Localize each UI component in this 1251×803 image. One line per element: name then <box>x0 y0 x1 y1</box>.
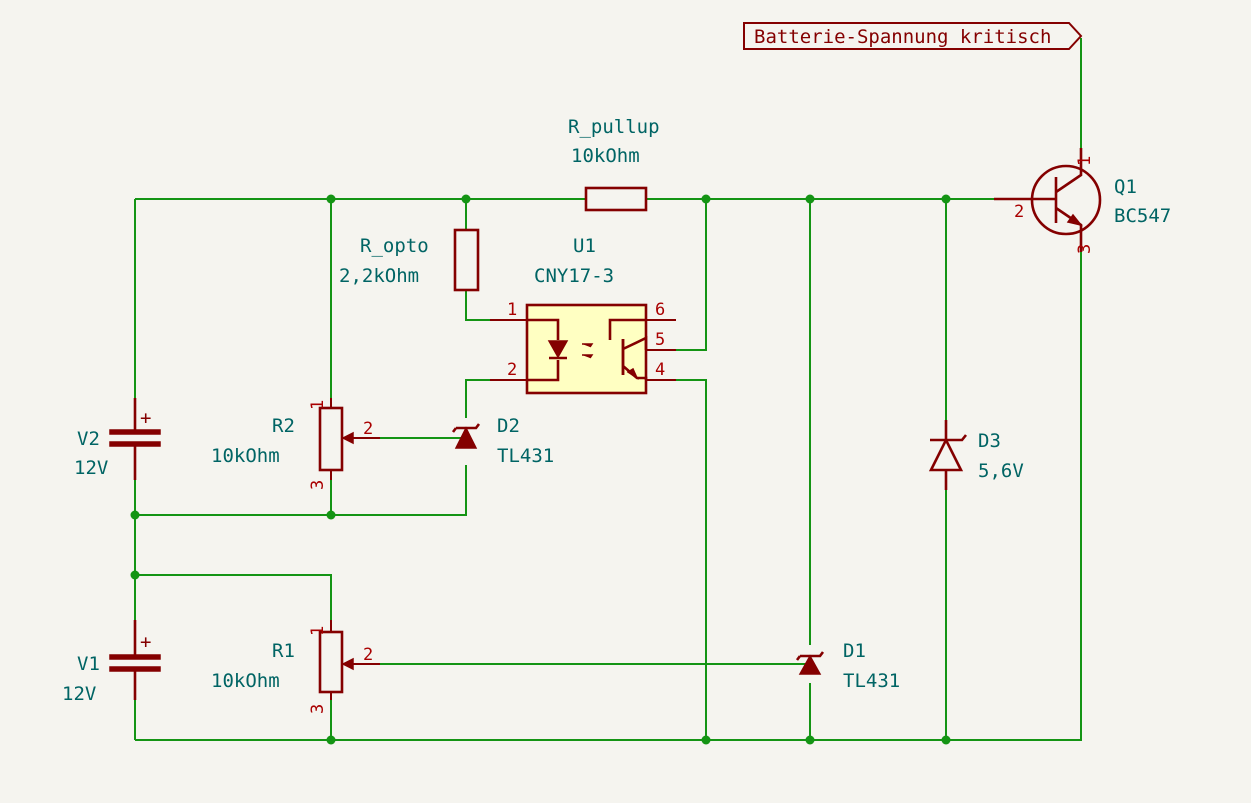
r-opto-value: 2,2kOhm <box>339 265 419 287</box>
junction-dot <box>701 194 711 204</box>
u1-optocoupler: U1 CNY17-3 1 2 6 5 4 <box>490 235 676 395</box>
r1-potentiometer: 1 2 3 R1 10kOhm <box>211 620 380 714</box>
r2-value: 10kOhm <box>211 445 280 467</box>
junction-dot <box>805 735 815 745</box>
r2-ref: R2 <box>272 415 295 437</box>
r-opto-body <box>453 228 480 292</box>
junction-dot <box>326 510 336 520</box>
wire-opto-d2 <box>465 379 490 418</box>
r2-wiper-arrow-icon <box>341 431 354 445</box>
global-label-outline <box>743 22 1083 50</box>
wires <box>134 38 1082 741</box>
junction-dot <box>461 194 471 204</box>
v2-plate-long <box>109 429 161 435</box>
wire-r1-top <box>135 574 332 620</box>
wire-bottom-rail <box>135 252 1082 741</box>
r2-pin-1: 1 <box>308 400 328 410</box>
q1-pin-2: 2 <box>1014 202 1024 222</box>
v1-value: 12V <box>62 683 96 705</box>
r1-pin-2: 2 <box>363 645 373 665</box>
r2-body <box>318 406 344 472</box>
r2-pin-2: 2 <box>363 419 373 439</box>
d1-cathode-bar <box>795 651 825 661</box>
r-pullup: R_pullup 10kOhm <box>568 116 660 212</box>
r1-ref: R1 <box>272 640 295 662</box>
d1-triangle-icon <box>798 654 822 675</box>
d3-value: 5,6V <box>978 460 1024 482</box>
d1-ref: D1 <box>843 640 866 662</box>
junction-dot <box>941 194 951 204</box>
wire-ropto-opto <box>465 290 490 321</box>
d2-cathode-bar <box>451 423 481 433</box>
q1-transistor: 1 2 3 Q1 BC547 <box>994 148 1171 254</box>
junction-dot <box>326 194 336 204</box>
r2-pin-3: 3 <box>308 480 328 490</box>
junction-dot <box>130 570 140 580</box>
v2-ref: V2 <box>77 428 100 450</box>
u1-led-leads <box>527 318 560 382</box>
u1-ref: U1 <box>573 235 596 257</box>
r1-value: 10kOhm <box>211 670 280 692</box>
v2-plate-short <box>109 441 161 447</box>
junction-dot <box>130 510 140 520</box>
v1-plate-short <box>109 666 161 672</box>
global-label: Batterie-Spannung kritisch <box>743 22 1083 50</box>
r1-pin-3: 3 <box>308 704 328 714</box>
r-pullup-ref: R_pullup <box>568 116 660 138</box>
d1-value: TL431 <box>843 670 900 692</box>
q1-value: BC547 <box>1114 205 1171 227</box>
d2-value: TL431 <box>497 445 554 467</box>
r-pullup-value: 10kOhm <box>571 145 640 167</box>
q1-emitter-arrow-icon <box>1066 213 1083 227</box>
v1-battery: + V1 12V <box>62 620 161 705</box>
v2-value: 12V <box>74 457 108 479</box>
wire-opto-pin5 <box>676 199 707 351</box>
junction-dot <box>805 194 815 204</box>
d3-triangle-icon <box>928 437 964 472</box>
r-opto-ref: R_opto <box>360 235 429 257</box>
r-opto: R_opto 2,2kOhm <box>339 228 480 292</box>
d2-ref: D2 <box>497 415 520 437</box>
r1-wiper-arrow-icon <box>341 657 354 671</box>
wire-mid-rail <box>135 465 467 516</box>
u1-value: CNY17-3 <box>534 265 614 287</box>
d1-tl431: D1 TL431 <box>795 640 900 692</box>
u1-pin-6: 6 <box>655 300 665 320</box>
v1-plate-long <box>109 654 161 660</box>
global-label-text: Batterie-Spannung kritisch <box>754 26 1051 48</box>
d3-cathode-bar <box>930 434 968 442</box>
junction-dot <box>701 735 711 745</box>
d3-zener: D3 5,6V <box>928 420 1024 490</box>
u1-pin-4: 4 <box>655 360 665 380</box>
q1-ref: Q1 <box>1114 176 1137 198</box>
q1-pin-3: 3 <box>1075 244 1095 254</box>
v2-battery: + V2 12V <box>74 398 161 480</box>
u1-pin-lines <box>490 319 676 381</box>
d2-triangle-icon <box>454 426 478 449</box>
u1-light-arrows-icon <box>582 343 594 359</box>
r1-pin-1: 1 <box>308 626 328 636</box>
junction-dot <box>326 735 336 745</box>
v1-plus: + <box>140 631 151 653</box>
u1-transistor-arrow-icon <box>626 367 639 381</box>
r2-pin-leads <box>330 398 380 480</box>
u1-pin-5: 5 <box>655 330 665 350</box>
wire-opto-pin4 <box>676 379 707 740</box>
u1-led-icon <box>547 340 569 359</box>
u1-pin-2: 2 <box>507 360 517 380</box>
v2-plus: + <box>140 407 151 429</box>
q1-pin-1: 1 <box>1075 156 1095 166</box>
r2-potentiometer: 1 2 3 R2 10kOhm <box>211 398 380 490</box>
d3-ref: D3 <box>978 430 1001 452</box>
r-pullup-body <box>584 186 648 212</box>
u1-pin-1: 1 <box>507 300 517 320</box>
q1-leads <box>994 148 1083 252</box>
junction-dot <box>941 735 951 745</box>
d2-tl431: D2 TL431 <box>451 415 554 467</box>
v1-ref: V1 <box>77 653 100 675</box>
r1-body <box>318 630 344 694</box>
